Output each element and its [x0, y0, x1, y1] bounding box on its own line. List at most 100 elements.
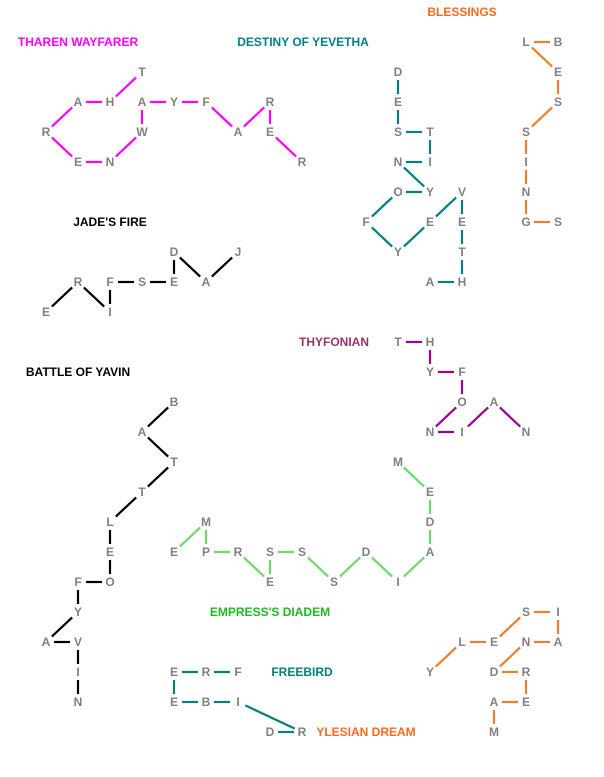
letter-tile[interactable]: N: [394, 155, 403, 169]
letter-tile[interactable]: I: [76, 665, 79, 679]
letter-tile[interactable]: D: [362, 545, 371, 559]
letter-tile[interactable]: E: [170, 275, 178, 289]
letter-tile[interactable]: A: [554, 635, 563, 649]
letter-tile[interactable]: R: [202, 665, 211, 679]
letter-tile[interactable]: A: [202, 275, 211, 289]
letter-tile[interactable]: M: [489, 725, 499, 739]
letter-tile[interactable]: M: [201, 515, 211, 529]
letter-tile[interactable]: E: [394, 95, 402, 109]
letter-tile[interactable]: A: [426, 545, 435, 559]
letter-tile[interactable]: B: [202, 695, 211, 709]
letter-tile[interactable]: O: [457, 395, 466, 409]
letter-tile[interactable]: V: [458, 185, 466, 199]
letter-tile[interactable]: E: [554, 65, 562, 79]
letter-tile[interactable]: A: [74, 95, 83, 109]
letter-tile[interactable]: F: [362, 215, 369, 229]
letter-tile[interactable]: L: [522, 35, 529, 49]
letter-tile[interactable]: A: [138, 425, 147, 439]
letter-tile[interactable]: Y: [170, 95, 178, 109]
letter-tile[interactable]: R: [74, 275, 83, 289]
letter-tile[interactable]: B: [554, 35, 563, 49]
letter-tile[interactable]: Y: [394, 245, 402, 259]
letter-tile[interactable]: I: [236, 695, 239, 709]
letter-tile[interactable]: W: [136, 125, 148, 139]
letter-tile[interactable]: Y: [426, 185, 434, 199]
letter-tile[interactable]: D: [394, 65, 403, 79]
letter-tile[interactable]: R: [298, 725, 307, 739]
letter-tile[interactable]: T: [394, 335, 402, 349]
letter-tile[interactable]: A: [42, 635, 51, 649]
letter-tile[interactable]: S: [394, 125, 402, 139]
letter-tile[interactable]: O: [393, 185, 402, 199]
letter-tile[interactable]: E: [490, 635, 498, 649]
letter-tile[interactable]: R: [234, 545, 243, 559]
letter-tile[interactable]: A: [234, 125, 243, 139]
letter-tile[interactable]: N: [522, 185, 531, 199]
letter-tile[interactable]: S: [138, 275, 146, 289]
letter-tile[interactable]: E: [106, 545, 114, 559]
letter-tile[interactable]: V: [74, 635, 82, 649]
letter-tile[interactable]: A: [138, 95, 147, 109]
letter-tile[interactable]: S: [522, 125, 530, 139]
letter-tile[interactable]: R: [42, 125, 51, 139]
letter-tile[interactable]: L: [106, 515, 113, 529]
letter-tile[interactable]: I: [524, 155, 527, 169]
letter-tile[interactable]: E: [426, 485, 434, 499]
letter-tile[interactable]: S: [330, 575, 338, 589]
letter-tile[interactable]: A: [426, 275, 435, 289]
letter-tile[interactable]: L: [458, 635, 465, 649]
letter-tile[interactable]: N: [74, 695, 83, 709]
letter-tile[interactable]: E: [426, 215, 434, 229]
letter-tile[interactable]: E: [74, 155, 82, 169]
letter-tile[interactable]: H: [426, 335, 435, 349]
letter-tile[interactable]: N: [522, 425, 531, 439]
letter-tile[interactable]: E: [170, 665, 178, 679]
letter-tile[interactable]: F: [106, 275, 113, 289]
letter-tile[interactable]: H: [458, 275, 467, 289]
letter-tile[interactable]: D: [490, 665, 499, 679]
letter-tile[interactable]: R: [522, 665, 531, 679]
letter-tile[interactable]: D: [266, 725, 275, 739]
letter-tile[interactable]: N: [106, 155, 115, 169]
letter-tile[interactable]: Y: [426, 665, 434, 679]
letter-tile[interactable]: I: [428, 155, 431, 169]
letter-tile[interactable]: I: [460, 425, 463, 439]
letter-tile[interactable]: D: [426, 515, 435, 529]
letter-tile[interactable]: S: [554, 215, 562, 229]
letter-tile[interactable]: S: [298, 545, 306, 559]
letter-tile[interactable]: E: [522, 695, 530, 709]
letter-tile[interactable]: N: [522, 635, 531, 649]
letter-tile[interactable]: F: [458, 365, 465, 379]
letter-tile[interactable]: E: [266, 575, 274, 589]
letter-tile[interactable]: Y: [74, 605, 82, 619]
letter-tile[interactable]: E: [170, 545, 178, 559]
letter-tile[interactable]: A: [490, 395, 499, 409]
letter-tile[interactable]: F: [234, 665, 241, 679]
letter-tile[interactable]: T: [138, 65, 146, 79]
letter-tile[interactable]: E: [266, 125, 274, 139]
letter-tile[interactable]: T: [138, 485, 146, 499]
letter-tile[interactable]: T: [426, 125, 434, 139]
letter-tile[interactable]: B: [170, 395, 179, 409]
letter-tile[interactable]: G: [521, 215, 530, 229]
letter-tile[interactable]: A: [490, 695, 499, 709]
letter-tile[interactable]: E: [42, 305, 50, 319]
letter-tile[interactable]: O: [105, 575, 114, 589]
letter-tile[interactable]: H: [106, 95, 115, 109]
letter-tile[interactable]: F: [202, 95, 209, 109]
letter-tile[interactable]: J: [235, 245, 242, 259]
letter-tile[interactable]: T: [170, 455, 178, 469]
letter-tile[interactable]: E: [170, 695, 178, 709]
letter-tile[interactable]: I: [556, 605, 559, 619]
letter-tile[interactable]: I: [108, 305, 111, 319]
letter-tile[interactable]: S: [522, 605, 530, 619]
letter-tile[interactable]: Y: [426, 365, 434, 379]
letter-tile[interactable]: S: [266, 545, 274, 559]
letter-tile[interactable]: M: [393, 455, 403, 469]
letter-tile[interactable]: R: [266, 95, 275, 109]
letter-tile[interactable]: D: [170, 245, 179, 259]
letter-tile[interactable]: P: [202, 545, 210, 559]
letter-tile[interactable]: F: [74, 575, 81, 589]
letter-tile[interactable]: R: [298, 155, 307, 169]
letter-tile[interactable]: I: [396, 575, 399, 589]
